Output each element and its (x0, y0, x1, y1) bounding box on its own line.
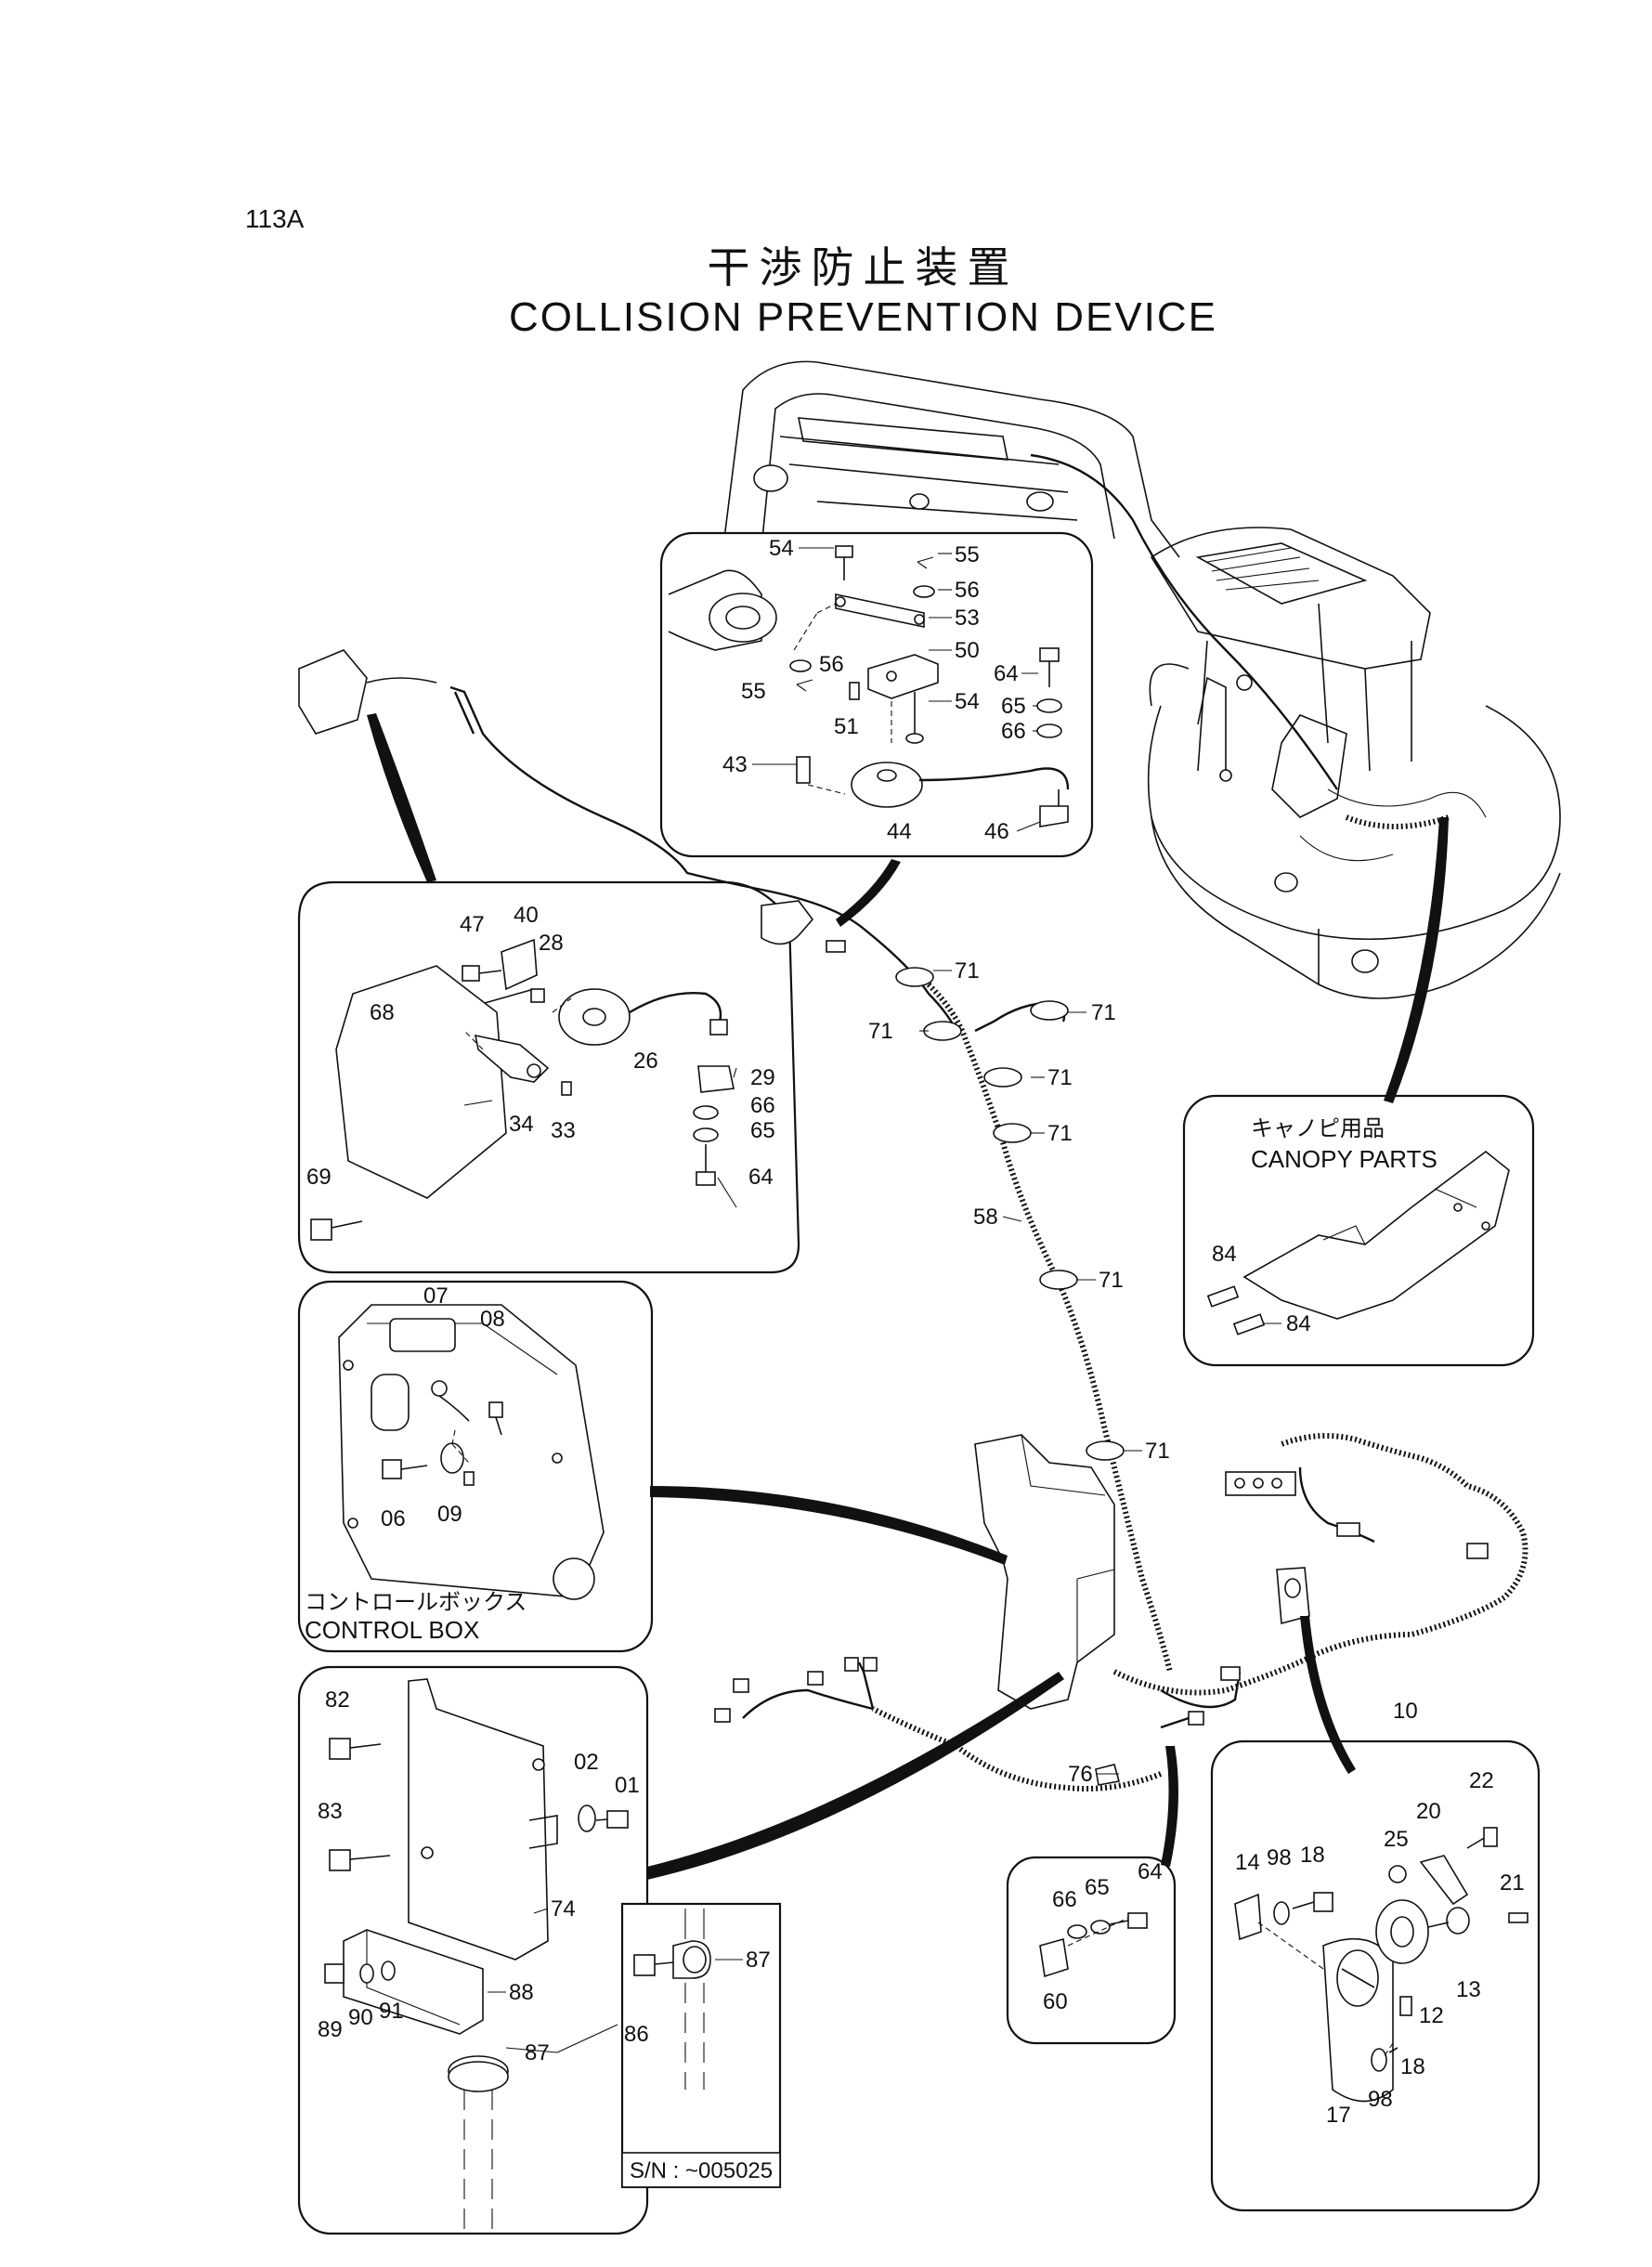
serial-number-label: S/N : ~005025 (630, 2158, 773, 2183)
part-65-b: 65 (750, 1118, 775, 1143)
part-10: 10 (1393, 1699, 1418, 1724)
part-13: 13 (1456, 1977, 1481, 2002)
part-46: 46 (984, 819, 1009, 844)
part-14: 14 (1235, 1850, 1260, 1875)
part-50: 50 (955, 638, 980, 663)
part-82: 82 (325, 1687, 350, 1713)
part-71-f: 71 (1099, 1268, 1124, 1293)
page-number: 113A (245, 204, 305, 233)
part-66: 66 (1001, 719, 1026, 744)
part-54-b: 54 (955, 689, 980, 714)
canopy-label-jp: キャノピ用品 (1251, 1115, 1385, 1141)
part-89: 89 (318, 2017, 343, 2042)
boom-pin (753, 464, 788, 492)
control-box-label-en: CONTROL BOX (305, 1616, 479, 1644)
part-98: 98 (1267, 1845, 1292, 1870)
part-65: 65 (1001, 694, 1026, 719)
inset-canopy-parts (1182, 1094, 1535, 1367)
inset-limit-switch (1210, 1739, 1541, 2212)
part-20: 20 (1416, 1799, 1441, 1824)
canopy-label-en: CANOPY PARTS (1251, 1145, 1437, 1173)
part-44: 44 (887, 819, 912, 844)
callout-leader-arcs (367, 713, 1449, 1880)
part-71-d: 71 (1047, 1065, 1073, 1090)
part-68: 68 (370, 1000, 395, 1025)
inset-mounting-brackets (297, 1665, 649, 2235)
part-74: 74 (551, 1896, 576, 1922)
part-09: 09 (437, 1502, 462, 1527)
part-69: 69 (306, 1165, 332, 1190)
part-18: 18 (1300, 1843, 1325, 1868)
part-22: 22 (1469, 1768, 1494, 1793)
part-90: 90 (348, 2005, 373, 2030)
part-08: 08 (480, 1307, 505, 1332)
control-box-label-jp: コントロールボックス (305, 1589, 527, 1615)
part-71-e: 71 (1047, 1121, 1073, 1146)
part-47: 47 (460, 912, 485, 937)
part-55: 55 (955, 542, 980, 567)
part-84: 84 (1212, 1242, 1237, 1267)
part-18-b: 18 (1400, 2054, 1425, 2079)
part-53: 53 (955, 606, 980, 631)
part-25: 25 (1384, 1827, 1409, 1852)
leader-lines (488, 547, 1281, 2053)
part-76: 76 (1068, 1762, 1093, 1787)
part-91: 91 (379, 1999, 404, 2024)
inset-arm-angle-sensor (297, 880, 800, 1274)
part-66-b: 66 (750, 1093, 775, 1118)
part-58: 58 (973, 1205, 998, 1230)
part-54: 54 (769, 536, 794, 561)
part-86: 86 (624, 2022, 649, 2047)
part-01: 01 (615, 1773, 640, 1798)
part-84-b: 84 (1286, 1311, 1311, 1336)
part-64-b: 64 (748, 1165, 774, 1190)
part-55-b: 55 (741, 679, 766, 704)
part-17: 17 (1326, 2103, 1351, 2128)
part-88: 88 (509, 1980, 534, 2005)
part-71-b: 71 (1091, 1000, 1116, 1025)
part-60: 60 (1043, 1989, 1068, 2014)
title-english: COLLISION PREVENTION DEVICE (508, 294, 1218, 340)
part-87-b: 87 (746, 1948, 771, 1973)
inset-control-box (297, 1280, 654, 1653)
inset-wire-clip (1006, 1856, 1177, 2045)
part-43: 43 (722, 752, 748, 777)
title-japanese: 干渉防止装置 (707, 242, 1020, 293)
part-12: 12 (1419, 2003, 1444, 2028)
part-56: 56 (955, 578, 980, 603)
inset-boom-angle-sensor (659, 531, 1094, 858)
part-26: 26 (633, 1049, 658, 1074)
part-83: 83 (318, 1799, 343, 1824)
part-64: 64 (994, 661, 1019, 686)
part-66-c: 66 (1052, 1887, 1077, 1912)
part-07: 07 (423, 1283, 449, 1309)
part-40: 40 (514, 903, 539, 928)
excavator-machine-drawing (723, 360, 1561, 999)
main-wiring-harness (298, 649, 1528, 1791)
part-51: 51 (834, 714, 859, 739)
part-34: 34 (509, 1112, 534, 1137)
part-71-g: 71 (1145, 1439, 1170, 1464)
part-02: 02 (574, 1750, 599, 1775)
part-71-c: 71 (868, 1019, 893, 1044)
part-71: 71 (955, 958, 980, 984)
part-65-c: 65 (1085, 1875, 1110, 1900)
boom-sensor-wire (1030, 453, 1338, 790)
inset-captions: キャノピ用品 CANOPY PARTS コントロールボックス CONTROL B… (305, 1115, 1437, 2183)
part-29: 29 (750, 1065, 775, 1090)
part-56-b: 56 (819, 652, 844, 677)
part-87: 87 (525, 2040, 550, 2065)
part-number-labels: 54 55 56 53 56 50 55 51 54 64 65 66 43 4… (306, 536, 1525, 2128)
part-28: 28 (539, 931, 564, 956)
inset-serial-clamp (620, 1902, 782, 2189)
part-06: 06 (381, 1506, 406, 1531)
part-64-c: 64 (1138, 1859, 1163, 1884)
part-33: 33 (551, 1118, 576, 1143)
part-21: 21 (1500, 1870, 1525, 1896)
part-98-b: 98 (1368, 2087, 1393, 2112)
